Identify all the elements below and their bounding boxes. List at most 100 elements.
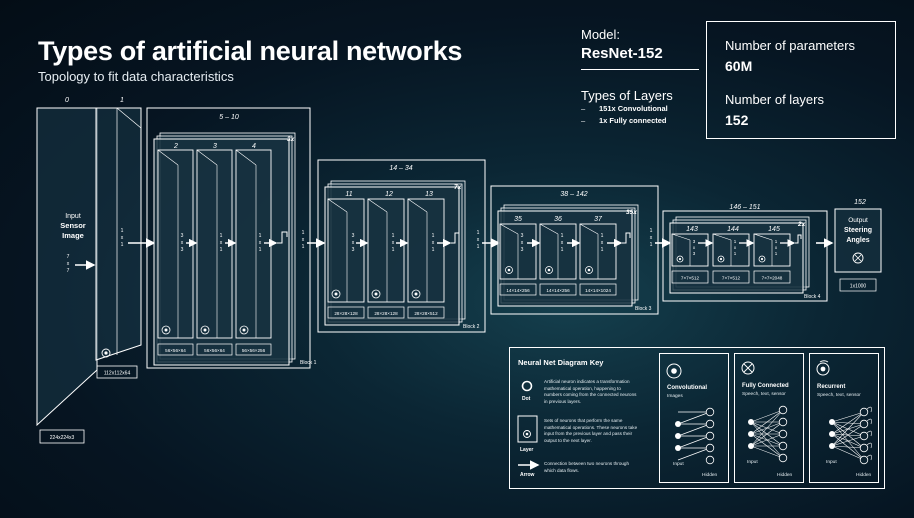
layer-type-item: –1x Fully connected bbox=[581, 116, 667, 125]
tensor-size: 112x112x64 bbox=[104, 371, 131, 377]
svg-text:x: x bbox=[220, 240, 223, 246]
convolutional-icon bbox=[666, 363, 682, 379]
key-icons bbox=[517, 380, 540, 470]
svg-text:Sensor: Sensor bbox=[60, 221, 86, 230]
svg-text:28×28×128: 28×28×128 bbox=[334, 311, 358, 316]
svg-text:3: 3 bbox=[352, 233, 355, 239]
svg-text:x: x bbox=[121, 235, 124, 241]
svg-text:12: 12 bbox=[385, 191, 393, 198]
svg-text:1: 1 bbox=[601, 247, 604, 253]
model-name: ResNet-152 bbox=[581, 45, 663, 62]
svg-text:4: 4 bbox=[252, 143, 256, 150]
svg-text:1: 1 bbox=[477, 244, 480, 250]
svg-text:1: 1 bbox=[259, 247, 262, 253]
block-3: 38 – 142 35x Block 3 35 36 37 3 x 3 1 x … bbox=[490, 185, 659, 315]
panel-title: Convolutional bbox=[667, 385, 707, 391]
panel-use-cases: Images bbox=[667, 394, 683, 399]
svg-text:1: 1 bbox=[302, 230, 305, 236]
svg-text:1: 1 bbox=[302, 244, 305, 250]
svg-text:x: x bbox=[561, 240, 564, 246]
svg-text:Output: Output bbox=[848, 217, 868, 224]
svg-text:35x: 35x bbox=[626, 209, 637, 216]
arrow-description: Connection between two neurons through w… bbox=[544, 461, 630, 473]
layer-type-item: –151x Convolutional bbox=[581, 104, 668, 113]
svg-text:1: 1 bbox=[734, 251, 737, 256]
svg-text:2: 2 bbox=[173, 143, 178, 150]
svg-text:Angles: Angles bbox=[846, 237, 869, 244]
svg-text:x: x bbox=[302, 237, 305, 243]
svg-text:14 – 34: 14 – 34 bbox=[389, 165, 412, 172]
svg-text:1: 1 bbox=[477, 230, 480, 236]
block-connector: 1 x 1 bbox=[302, 230, 326, 250]
convolutional-panel: Convolutional Images Input Hidden bbox=[659, 353, 729, 483]
svg-text:7x: 7x bbox=[454, 184, 462, 191]
svg-text:1: 1 bbox=[734, 239, 737, 244]
svg-text:Block 2: Block 2 bbox=[463, 324, 480, 330]
svg-text:56×56×64: 56×56×64 bbox=[165, 348, 186, 353]
svg-text:56×56×256: 56×56×256 bbox=[242, 348, 266, 353]
svg-text:7×7×2048: 7×7×2048 bbox=[762, 276, 783, 281]
svg-text:1: 1 bbox=[432, 247, 435, 253]
svg-text:3: 3 bbox=[693, 239, 696, 244]
svg-text:56×56×64: 56×56×64 bbox=[204, 348, 225, 353]
page-subtitle: Topology to fit data characteristics bbox=[38, 69, 234, 84]
dot-icon bbox=[521, 380, 533, 392]
svg-text:5 – 10: 5 – 10 bbox=[219, 114, 239, 121]
page-title: Types of artificial neural networks bbox=[38, 36, 463, 66]
block-1: 5 – 10 3x Block 1 2 3 4 3 x 3 1 x 1 1 bbox=[146, 107, 317, 369]
layer-label: Layer bbox=[520, 447, 534, 453]
svg-text:1: 1 bbox=[650, 228, 653, 234]
svg-text:14×14×1024: 14×14×1024 bbox=[585, 288, 611, 293]
svg-text:11: 11 bbox=[345, 191, 352, 198]
tensor-size: 1x1000 bbox=[850, 284, 867, 290]
svg-text:1: 1 bbox=[120, 97, 124, 104]
panel-title: Recurrent bbox=[817, 384, 846, 390]
svg-text:1: 1 bbox=[561, 247, 564, 253]
svg-text:3x: 3x bbox=[287, 136, 295, 143]
diagram-key: Neural Net Diagram Key Dot Artificial ne… bbox=[509, 347, 885, 489]
svg-text:144: 144 bbox=[727, 226, 739, 233]
svg-text:Image: Image bbox=[62, 231, 84, 240]
panel-use-cases: Speech, text, sensor bbox=[742, 392, 786, 397]
svg-text:7: 7 bbox=[67, 268, 70, 274]
svg-text:3: 3 bbox=[213, 143, 217, 150]
svg-text:3: 3 bbox=[693, 251, 696, 256]
dot-description: Artificial neuron indicates a transforma… bbox=[544, 379, 637, 404]
svg-text:Input: Input bbox=[65, 213, 81, 220]
dot-label: Dot bbox=[522, 396, 531, 402]
svg-text:7×7×512: 7×7×512 bbox=[722, 276, 741, 281]
svg-text:36: 36 bbox=[554, 216, 562, 223]
svg-text:13: 13 bbox=[425, 191, 433, 198]
svg-text:x: x bbox=[775, 245, 778, 250]
svg-text:1: 1 bbox=[392, 247, 395, 253]
block-2: 14 – 34 7x Block 2 11 12 13 3 x 3 1 x 1 … bbox=[317, 159, 486, 333]
panel-use-cases: Speech, text, sensor bbox=[817, 393, 861, 398]
svg-text:3: 3 bbox=[181, 247, 184, 253]
svg-text:1: 1 bbox=[121, 242, 124, 248]
svg-text:x: x bbox=[181, 240, 184, 246]
svg-text:3: 3 bbox=[352, 247, 355, 253]
svg-text:3: 3 bbox=[521, 247, 524, 253]
model-label: Model: bbox=[581, 27, 621, 42]
neuron-dot-icon bbox=[101, 348, 111, 358]
conv1-layer: 1 1 x 1 112x112x64 bbox=[95, 97, 156, 379]
svg-text:Steering: Steering bbox=[844, 227, 872, 234]
model-divider bbox=[581, 69, 699, 70]
layer-index: 0 bbox=[65, 97, 69, 104]
fully-connected-icon bbox=[741, 361, 755, 375]
arrow-label: Arrow bbox=[520, 472, 535, 478]
layer-types-title: Types of Layers bbox=[581, 88, 673, 103]
tensor-size: 224x224x3 bbox=[50, 435, 75, 441]
svg-text:1: 1 bbox=[392, 233, 395, 239]
svg-text:14×14×256: 14×14×256 bbox=[546, 288, 570, 293]
svg-text:1: 1 bbox=[259, 233, 262, 239]
svg-text:x: x bbox=[650, 235, 653, 241]
svg-text:x: x bbox=[693, 245, 696, 250]
svg-text:x: x bbox=[601, 240, 604, 246]
svg-text:x: x bbox=[67, 261, 70, 267]
params-value: 60M bbox=[725, 58, 753, 74]
input-layer: 0 Input Sensor Image 7 x 7 224x224x3 bbox=[36, 97, 98, 444]
svg-text:7×7×512: 7×7×512 bbox=[681, 276, 700, 281]
svg-text:x: x bbox=[521, 240, 524, 246]
